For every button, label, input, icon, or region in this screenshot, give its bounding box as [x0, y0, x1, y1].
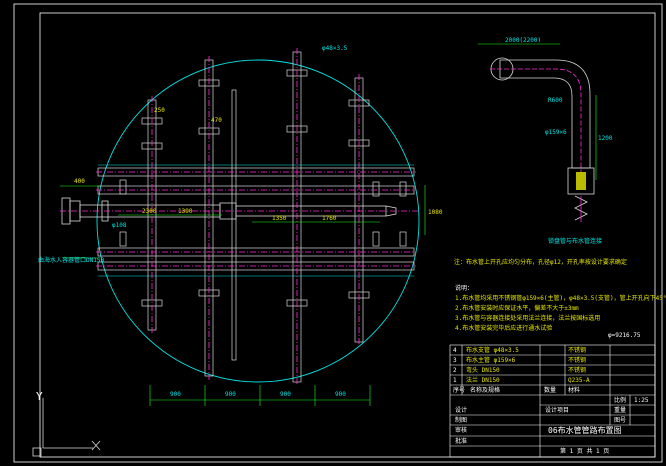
outer-frame: [13, 3, 663, 463]
parts-cell: Q235-A: [568, 377, 590, 384]
area-label: φ=9216.75: [608, 332, 641, 339]
dim-bend-right: 1200: [598, 135, 613, 142]
parts-cell: 弯头 DN150: [466, 366, 500, 374]
bend-detail-flange: [567, 167, 595, 222]
scale-value: 1:25: [634, 397, 649, 404]
dim-outlet-1: 1350: [272, 215, 287, 222]
parts-header: 名称及规格: [470, 386, 500, 394]
title-right-label: 重量: [614, 406, 626, 414]
note-line: 4.布水管安装完毕后应进行通水试验: [455, 324, 552, 332]
bend-detail-centerline: [490, 68, 582, 172]
green-note: 注：布水管上开孔应均匀分布，孔径φ12，开孔率按设计要求确定: [454, 258, 627, 266]
notes-title: 说明：: [455, 284, 473, 292]
parts-cell: 不锈钢: [568, 366, 586, 374]
project-label: 设计项目: [545, 406, 569, 414]
dim-bend-radius: R600: [548, 97, 563, 104]
dim-outlet-2: 1760: [322, 215, 337, 222]
dim-inlet-1: 2300: [142, 208, 157, 215]
header-beams: [97, 167, 415, 271]
note-line: 3.布水管与容器连接处采用法兰连接，法兰按国标选用: [455, 314, 600, 322]
vessel-outline: [96, 59, 420, 383]
dim-left-flange: 400: [74, 178, 85, 185]
parts-cell: 不锈钢: [568, 356, 586, 364]
inner-frame: [39, 12, 656, 458]
title-right-label: 比例: [614, 396, 626, 404]
parts-cell: 3: [453, 357, 457, 364]
notes-block: 说明： 1.布水管均采用不锈钢管φ159×6(主管)，φ48×3.5(支管)，管…: [455, 284, 666, 332]
note-line: 2.布水管安装时应保证水平，偏差不大于±3mm: [455, 304, 579, 312]
parts-cell: 不锈钢: [568, 346, 586, 354]
dim-bottom-4: 900: [335, 391, 346, 398]
parts-header: 材料: [568, 386, 580, 394]
dim-right-h: 1080: [428, 209, 443, 216]
dim-inlet-2: 1390: [178, 208, 193, 215]
title-row-label: 审核: [455, 426, 467, 434]
dim-pitch-a: 250: [154, 107, 165, 114]
dim-bend-pipe: φ159×6: [545, 129, 567, 136]
title-row-label: 设计: [455, 406, 467, 414]
parts-cell: 2: [453, 367, 457, 374]
parts-cell: 4: [453, 347, 457, 354]
bend-detail: [490, 57, 591, 169]
parts-header: 序号: [453, 386, 465, 394]
dim-pitch-b: 470: [211, 117, 222, 124]
ucs-axis-icon: [32, 398, 101, 457]
title-row-label: 制图: [455, 416, 467, 424]
note-line: 1.布水管均采用不锈钢管φ159×6(主管)，φ48×3.5(支管)，管上开孔向…: [455, 294, 666, 302]
dim-bottom-2: 900: [225, 391, 236, 398]
dim-perf-left: φ108: [112, 222, 127, 229]
parts-cell: 布水支管 φ48×3.5: [466, 346, 519, 354]
drawing-title: 06布水管管路布置图: [548, 425, 622, 435]
dim-bottom-3: 900: [280, 391, 291, 398]
parts-table: 4 布水支管 φ48×3.5 不锈钢 3 布水主管 φ159×6 不锈钢 2 弯…: [453, 346, 590, 394]
dim-bottom-1: 900: [170, 391, 181, 398]
sheet-label: 第 1 页 共 1 页: [560, 447, 609, 455]
center-lines: [60, 48, 420, 386]
inlet-note: 由海水入容器管口DN150: [38, 256, 104, 264]
detail-caption: 锁盘管与布水管连接: [548, 237, 602, 245]
dim-perf-tag: φ48×3.5: [322, 45, 348, 52]
axis-y-label: Y: [36, 390, 43, 403]
title-right-label: 图号: [614, 417, 626, 424]
dimension-lines: [60, 43, 597, 406]
title-block: 设计 制图 审核 批准 设计项目 比例 重量 图号 1:25 06布水管管路布置…: [455, 396, 649, 455]
title-row-label: 批准: [455, 437, 467, 445]
dim-bend-top: 2000(2200): [505, 37, 541, 44]
dimension-labels: 900 900 900 900 400 2300 1390 1350 1760 …: [74, 37, 641, 398]
parts-cell: 法兰 DN150: [466, 376, 500, 384]
parts-cell: 1: [453, 377, 457, 384]
parts-cell: 布水主管 φ159×6: [466, 356, 516, 364]
title-block-frame: [449, 344, 656, 458]
parts-header: 数量: [544, 386, 556, 394]
